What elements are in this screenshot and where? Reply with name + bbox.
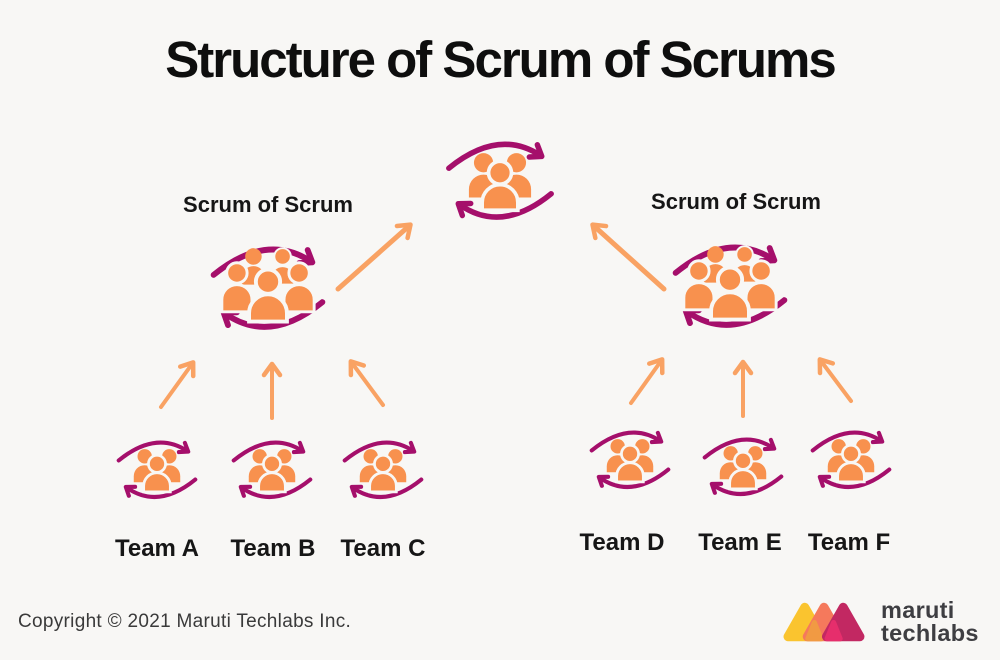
team-c-icon: [335, 429, 431, 511]
arrow-team-f-to-right-scrum: [817, 357, 853, 403]
central-scrum-of-scrums-icon: [436, 126, 564, 236]
team-f-label: Team F: [807, 529, 891, 556]
team-f-icon: [803, 419, 899, 501]
arrow-right-scrum-to-central: [590, 222, 667, 292]
left-scrum-of-scrum-icon: [200, 230, 336, 347]
logo-word-techlabs: techlabs: [881, 619, 979, 646]
right-scrum-of-scrum-icon: [662, 228, 798, 345]
team-c-label: Team C: [340, 535, 426, 562]
team-d-label: Team D: [579, 529, 665, 556]
logo-word-maruti: maruti: [881, 596, 955, 623]
team-b-label: Team B: [230, 535, 316, 562]
team-b-icon: [224, 429, 320, 511]
logo-wordmark: maruti techlabs: [881, 596, 979, 646]
team-e-label: Team E: [698, 529, 782, 556]
left-scrum-of-scrum-label: Scrum of Scrum: [183, 192, 353, 217]
arrow-team-d-to-right-scrum: [629, 357, 665, 405]
team-a-label: Team A: [114, 535, 200, 562]
arrow-team-c-to-left-scrum: [348, 359, 385, 407]
arrow-team-a-to-left-scrum: [159, 360, 196, 409]
team-d-icon: [582, 419, 678, 501]
page-title: Structure of Scrum of Scrums: [165, 31, 836, 88]
team-e-icon: [695, 426, 791, 508]
logo-triangles-icon: [783, 602, 865, 642]
copyright-text: Copyright © 2021 Maruti Techlabs Inc.: [18, 611, 352, 632]
arrow-left-scrum-to-central: [335, 222, 413, 292]
team-a-icon: [109, 429, 205, 511]
right-scrum-of-scrum-label: Scrum of Scrum: [651, 189, 821, 214]
maruti-techlabs-logo: maruti techlabs: [781, 596, 979, 647]
